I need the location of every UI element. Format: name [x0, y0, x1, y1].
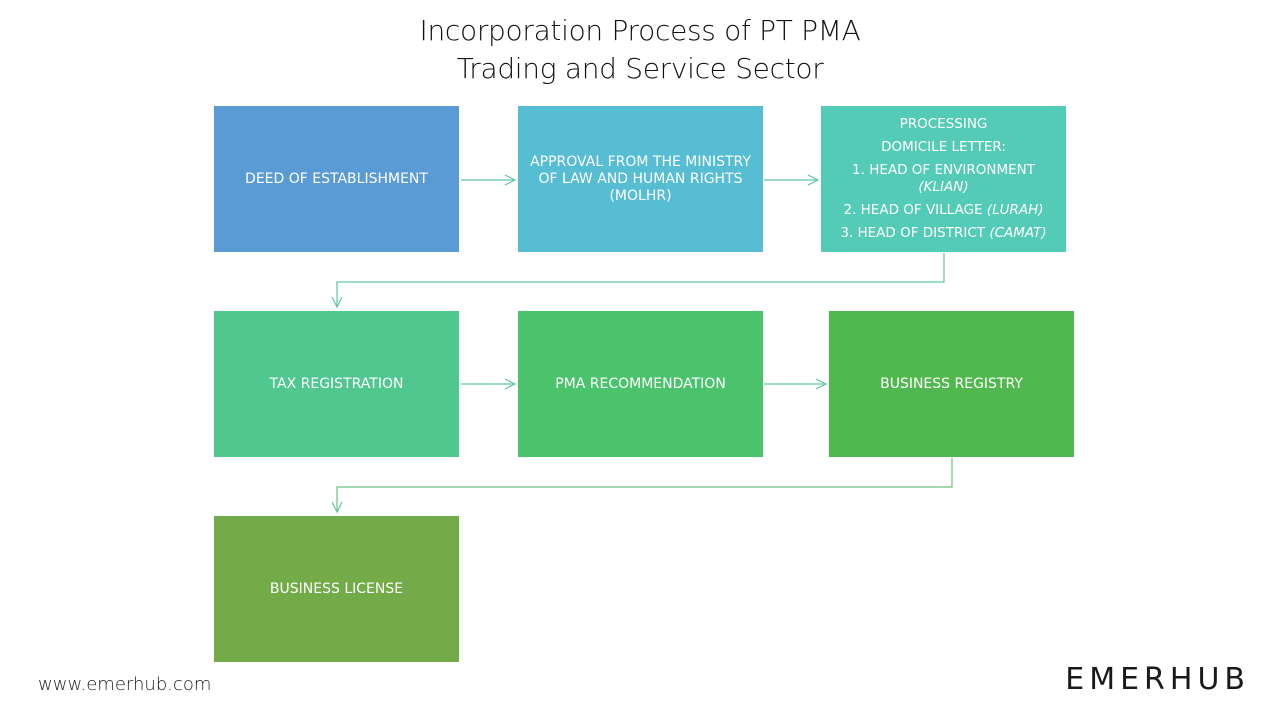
diagram-title: Incorporation Process of PT PMA Trading …	[0, 12, 1280, 88]
domicile-item-text: 2. HEAD OF VILLAGE	[843, 202, 983, 218]
footer-website-url: www.emerhub.com	[38, 674, 212, 695]
step-business-registry: BUSINESS REGISTRY	[829, 311, 1074, 457]
domicile-item-1: 1. HEAD OF ENVIRONMENT	[852, 162, 1035, 179]
title-line-2: Trading and Service Sector	[456, 52, 824, 85]
step-label: DEED OF ESTABLISHMENT	[245, 170, 428, 187]
emerhub-logo: EMERHUB	[1065, 662, 1250, 697]
arrow-registry-to-license	[337, 458, 953, 512]
step-label: PMA RECOMMENDATION	[555, 375, 726, 392]
domicile-item-3: 3. HEAD OF DISTRICT (CAMAT)	[840, 225, 1046, 242]
step-label: BUSINESS LICENSE	[269, 580, 404, 597]
domicile-item-text: 3. HEAD OF DISTRICT	[840, 225, 986, 241]
step-subheading: DOMICILE LETTER:	[881, 139, 1006, 155]
step-molhr-approval: APPROVAL FROM THE MINISTRY OF LAW AND HU…	[518, 106, 763, 252]
step-heading: PROCESSING	[899, 116, 988, 132]
step-processing-domicile-letter: PROCESSING DOMICILE LETTER: 1. HEAD OF E…	[821, 106, 1066, 252]
step-label: TAX REGISTRATION	[269, 375, 404, 392]
step-tax-registration: TAX REGISTRATION	[214, 311, 459, 457]
step-label: APPROVAL FROM THE MINISTRY OF LAW AND HU…	[530, 153, 751, 204]
domicile-item-note: (LURAH)	[986, 202, 1044, 218]
domicile-item-note: (CAMAT)	[989, 225, 1047, 241]
title-line-1: Incorporation Process of PT PMA	[419, 14, 861, 47]
step-label: BUSINESS REGISTRY	[880, 375, 1023, 392]
arrow-processing-to-tax	[337, 253, 945, 307]
domicile-item-2: 2. HEAD OF VILLAGE (LURAH)	[843, 202, 1043, 219]
step-business-license: BUSINESS LICENSE	[214, 516, 459, 662]
step-pma-recommendation: PMA RECOMMENDATION	[518, 311, 763, 457]
domicile-item-text: 1. HEAD OF ENVIRONMENT	[852, 162, 1035, 178]
domicile-item-1-note: (KLIAN)	[918, 179, 969, 195]
step-deed-of-establishment: DEED OF ESTABLISHMENT	[214, 106, 459, 252]
